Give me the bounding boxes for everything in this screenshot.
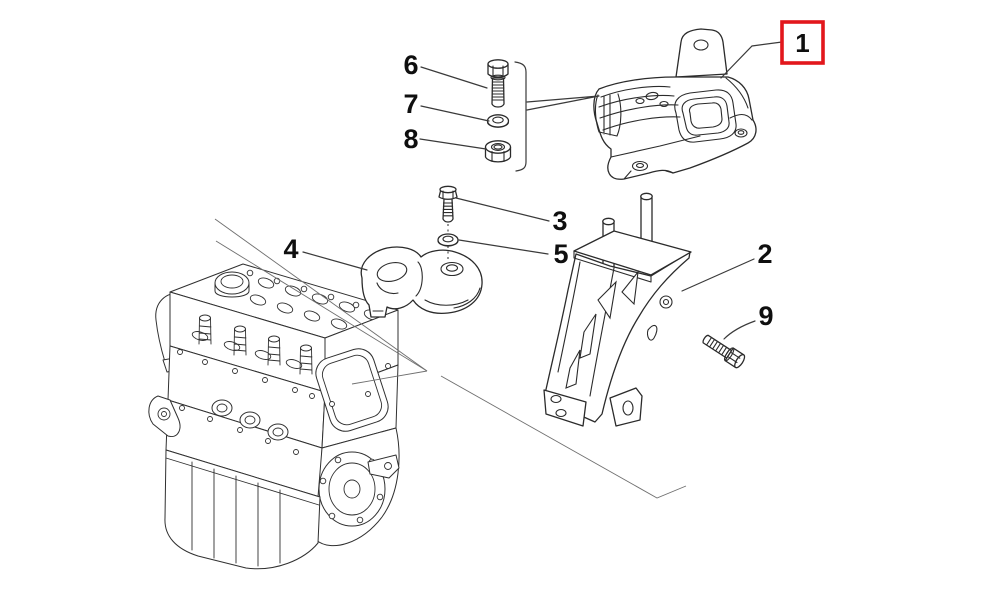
callout-9[interactable]: 9 xyxy=(758,301,773,331)
construction-lines xyxy=(214,218,687,499)
engine-block-ports xyxy=(211,399,289,441)
part-4-reaction-arm-drawing xyxy=(360,246,483,318)
engine-valve-towers xyxy=(198,314,313,375)
callout-2[interactable]: 2 xyxy=(757,239,772,269)
bracket-foot-right xyxy=(609,387,643,427)
callout-3[interactable]: 3 xyxy=(552,206,567,236)
callout-1-label: 1 xyxy=(795,28,809,58)
leader-line-1 xyxy=(720,41,783,79)
leader-line-3 xyxy=(455,197,550,222)
reference-line-lower xyxy=(215,240,428,372)
leader-line-2 xyxy=(681,258,755,292)
callout-5[interactable]: 5 xyxy=(553,239,568,269)
brace-pointer xyxy=(526,95,600,111)
flywheel-flange xyxy=(315,427,400,547)
callout-6[interactable]: 6 xyxy=(403,50,418,80)
reference-line-right xyxy=(440,375,687,499)
callout-7[interactable]: 7 xyxy=(403,89,418,119)
part-8-nut-drawing xyxy=(484,140,512,163)
bracket-foot-left xyxy=(543,389,587,427)
leader-line-5 xyxy=(458,239,549,255)
bracket-stud-right xyxy=(640,192,653,244)
reference-line-return xyxy=(351,370,428,385)
engine-bolt-dots xyxy=(177,349,391,455)
leader-line-9 xyxy=(723,320,756,340)
mount-body xyxy=(593,76,757,180)
callout-8[interactable]: 8 xyxy=(403,124,418,154)
part-1-engine-mount-drawing xyxy=(593,28,757,180)
callout-1[interactable]: 1 xyxy=(780,20,825,65)
part-5-washer-drawing xyxy=(437,233,459,247)
callout-4[interactable]: 4 xyxy=(283,234,298,264)
part-6-bolt-drawing xyxy=(487,59,509,108)
engine-side-plate xyxy=(315,348,389,432)
part-9-bolt-drawing xyxy=(702,334,746,369)
oil-pan xyxy=(164,449,321,570)
bracket-web xyxy=(544,251,691,423)
brace-6-7-8 xyxy=(514,61,527,172)
oil-filler-cap xyxy=(214,271,250,298)
leader-line-8 xyxy=(419,138,487,150)
part-3-bolt-drawing xyxy=(438,185,458,260)
mount-rubber-insert xyxy=(674,89,737,143)
leader-lines xyxy=(302,41,783,340)
callouts: 1 2 3 4 5 6 7 8 9 xyxy=(283,20,825,331)
bracket-top-plate xyxy=(573,230,692,276)
engine-illustration xyxy=(148,263,400,570)
leader-line-6 xyxy=(420,66,488,89)
engine-accessory-bracket xyxy=(148,395,181,438)
mount-top-tab xyxy=(675,28,728,78)
leader-line-7 xyxy=(420,105,490,122)
part-2-support-bracket-drawing xyxy=(543,192,692,427)
reference-line-upper xyxy=(214,218,428,372)
part-7-washer-drawing xyxy=(486,114,510,128)
leader-line-4 xyxy=(302,251,368,271)
callout-1-highlight-box xyxy=(780,20,825,65)
